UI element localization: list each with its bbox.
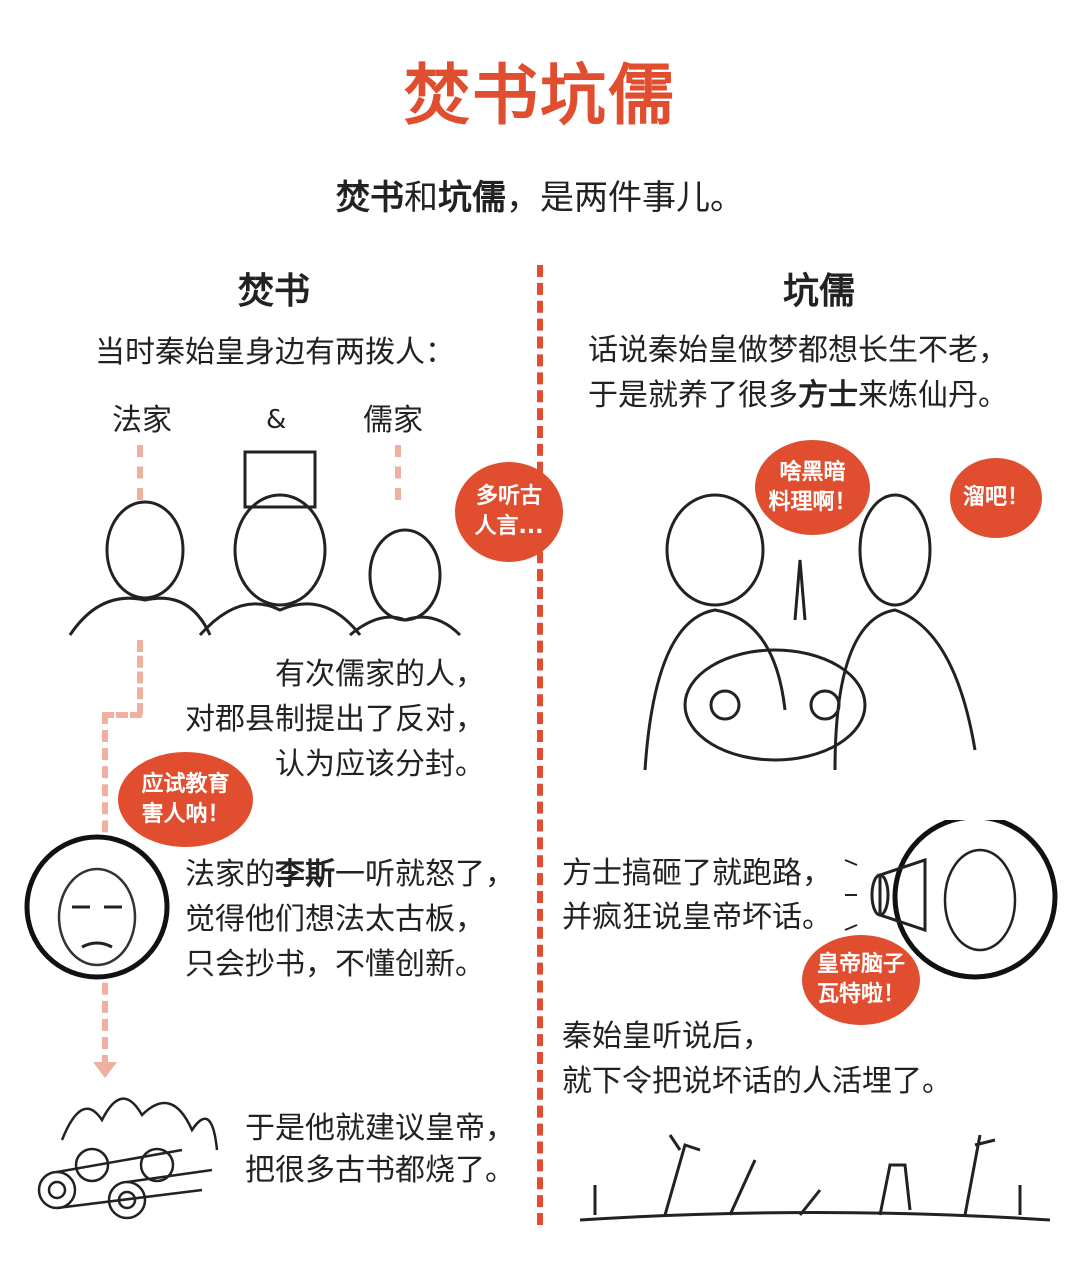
three-figures-illustration <box>68 450 462 637</box>
right-heading: 坑儒 <box>783 271 856 312</box>
name-lisi: 李斯 <box>275 857 335 892</box>
connector-down-1 <box>137 640 143 715</box>
burning-books-illustration <box>37 1097 219 1220</box>
arrow-down-icon <box>93 1062 117 1078</box>
alchemists-illustration <box>643 493 977 771</box>
bubble-line: 多听古 <box>475 484 542 509</box>
text-line: 秦始皇听说后， <box>562 1019 772 1054</box>
text-line: 只会抄书，不懂创新。 <box>185 947 485 982</box>
text-line: 认为应该分封。 <box>275 747 485 782</box>
text-line: 并疯狂说皇帝坏话。 <box>562 900 832 935</box>
label-confucian: 儒家 <box>363 403 423 438</box>
speech-bubble-confucian: 多听古人言... <box>455 462 563 562</box>
text-line: 方士搞砸了就跑路， <box>562 856 832 891</box>
left-intro: 当时秦始皇身边有两拨人： <box>95 335 455 370</box>
text-line: 有次儒家的人， <box>275 657 485 692</box>
subtitle: 焚书和坑儒，是两件事儿。 <box>0 170 1080 219</box>
megaphone-portrait <box>844 820 1058 980</box>
text-part: 于是就养了很多 <box>588 378 798 413</box>
subtitle-bold-1: 焚书 <box>336 178 404 218</box>
subtitle-bold-2: 坑儒 <box>438 178 506 218</box>
bubble-line: 皇帝脑子 <box>816 952 905 977</box>
lisi-portrait <box>24 834 170 980</box>
connector-horizontal <box>102 712 142 718</box>
bubble-line: 啥黑暗 <box>779 459 846 485</box>
text-part: 法家的 <box>185 857 275 892</box>
subtitle-text-end: ，是两件事儿。 <box>506 178 744 218</box>
text-part: 一听就怒了， <box>335 857 515 892</box>
text-line: 于是就养了很多方士来炼仙丹。 <box>588 373 1008 418</box>
text-line: 话说秦始皇做梦都想长生不老， <box>588 333 1008 368</box>
text-line: 把很多古书都烧了。 <box>245 1153 515 1188</box>
text-line: 于是他就建议皇帝， <box>245 1111 515 1146</box>
right-para2: 秦始皇听说后， 就下令把说坏话的人活埋了。 <box>562 1014 952 1104</box>
page-title: 焚书坑儒 <box>404 57 676 134</box>
text-line: 对郡县制提出了反对， <box>185 702 485 737</box>
left-para2: 法家的李斯一听就怒了， 觉得他们想法太古板， 只会抄书，不懂创新。 <box>185 852 515 987</box>
term-fangshi: 方士 <box>798 378 858 413</box>
connector-legalist <box>137 445 143 500</box>
speech-bubble-dark-cuisine: 啥黑暗料理啊！ <box>755 440 870 535</box>
right-para1: 方士搞砸了就跑路， 并疯狂说皇帝坏话。 <box>562 852 832 940</box>
right-intro: 话说秦始皇做梦都想长生不老， 于是就养了很多方士来炼仙丹。 <box>588 328 1008 418</box>
speech-bubble-lisi: 应试教育害人呐！ <box>118 752 253 847</box>
left-para1: 有次儒家的人， 对郡县制提出了反对， 认为应该分封。 <box>185 652 485 787</box>
left-heading: 焚书 <box>238 271 311 312</box>
left-para3: 于是他就建议皇帝， 把很多古书都烧了。 <box>245 1108 515 1192</box>
label-legalist: 法家 <box>112 403 172 438</box>
speech-bubble-run: 溜吧！ <box>950 458 1042 538</box>
bubble-line: 人言... <box>474 514 544 539</box>
subtitle-text: 和 <box>404 178 438 218</box>
bubble-line: 应试教育 <box>141 771 230 797</box>
text-line: 就下令把说坏话的人活埋了。 <box>562 1064 952 1099</box>
label-and: & <box>266 405 287 435</box>
bubble-line: 瓦特啦！ <box>816 982 905 1007</box>
speech-bubble-crazy: 皇帝脑子瓦特啦！ <box>802 935 920 1025</box>
bubble-line: 料理啊！ <box>768 489 857 515</box>
text-line: 觉得他们想法太古板， <box>185 902 485 937</box>
center-divider <box>537 265 543 1225</box>
connector-confucian <box>395 445 401 500</box>
buried-hands-illustration <box>580 1134 1050 1222</box>
text-part: 来炼仙丹。 <box>858 378 1008 413</box>
text-line: 法家的李斯一听就怒了， <box>185 852 515 897</box>
bubble-line: 害人呐！ <box>141 801 230 827</box>
